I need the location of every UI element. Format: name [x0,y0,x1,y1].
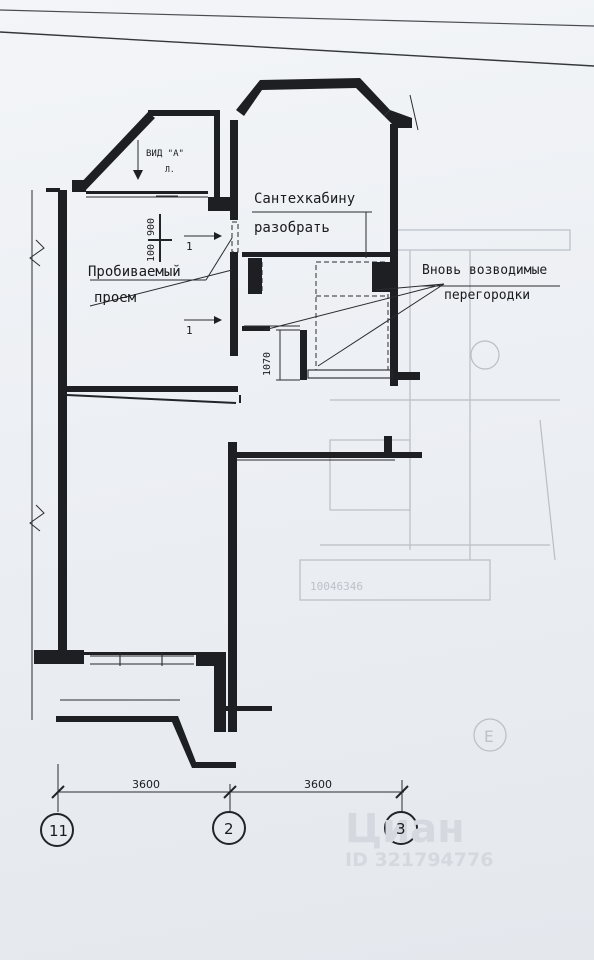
label-new-partitions-line1: Вновь возводимые [422,263,547,278]
sheet-border-line [0,31,594,67]
axis-dimension-line [40,764,418,847]
label-proem-line2: проем [94,290,137,306]
dim-3600-left: 3600 [132,778,160,791]
dim-100: 100 [146,244,157,262]
section-mark-top: 1 [186,240,193,253]
label-santeh-line2: разобрать [254,220,330,236]
label-santeh-line1: Сантехкабину [254,191,355,207]
label-view-a-sub: Л. [165,165,175,174]
ghost-drawing: E 10046346 [299,229,571,752]
watermark: Циан ID 321794776 [345,806,493,871]
dim-3600-right: 3600 [304,778,332,791]
svg-text:10046346: 10046346 [310,580,363,593]
sheet-border-top [0,9,594,27]
dimension-marks [133,140,300,381]
label-view-a: ВИД "А" [146,149,184,159]
dim-900: 900 [146,218,157,236]
dim-1070: 1070 [262,352,273,376]
svg-text:E: E [484,727,494,746]
watermark-id: ID 321794776 [345,849,493,871]
axis-label-3: 3 [396,820,406,838]
axis-label-11: 11 [49,822,68,840]
watermark-brand: Циан [345,806,465,852]
section-mark-bottom: 1 [186,324,193,337]
leader-lines [89,211,560,367]
label-proem-line1: Пробиваемый [88,264,181,280]
axis-label-2: 2 [224,820,234,838]
new-partitions [231,221,393,379]
label-new-partitions-line2: перегородки [444,288,530,303]
wall-outlines [29,94,419,720]
walls [34,78,422,768]
